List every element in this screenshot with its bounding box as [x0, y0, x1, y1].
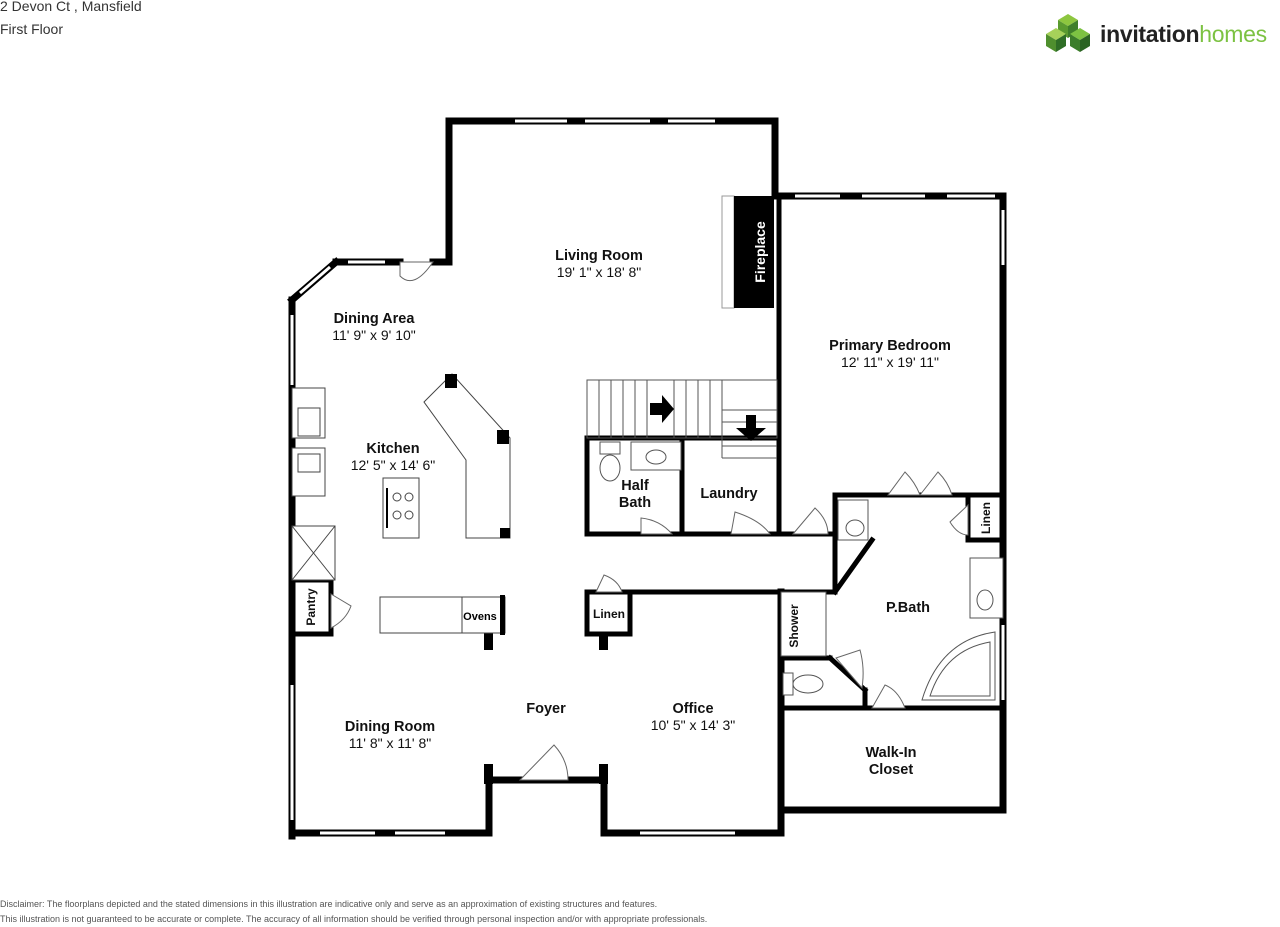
property-address: 2 Devon Ct , Mansfield: [0, 0, 142, 14]
fireplace: Fireplace: [721, 195, 774, 309]
disclaimer: Disclaimer: The floorplans depicted and …: [0, 897, 707, 927]
company-logo: invitationhomes: [1044, 12, 1280, 60]
windows: [290, 119, 1005, 835]
bath-fixtures: [599, 441, 1004, 701]
cube-cluster-logo-icon: [1046, 14, 1090, 52]
arrow-down-icon: [736, 415, 766, 441]
ovens-name: Ovens: [463, 611, 497, 623]
dining-room-name: Dining Room: [345, 719, 435, 735]
office-name: Office: [672, 701, 713, 717]
linen-center-name: Linen: [593, 607, 625, 621]
living-room-name: Living Room: [555, 248, 643, 264]
laundry-name: Laundry: [700, 486, 757, 502]
room-labels: Living Room 19' 1" x 18' 8" Dining Area …: [304, 248, 993, 778]
dining-area-name: Dining Area: [334, 311, 416, 327]
dining-area-dims: 11' 9" x 9' 10": [332, 327, 416, 343]
walk-in-closet-name-line1: Walk-In: [865, 745, 916, 761]
half-bath-name-line1: Half: [621, 478, 649, 494]
floor-label: First Floor: [0, 21, 63, 37]
stair-arrows: [650, 395, 766, 441]
primary-bedroom-dims: 12' 11" x 19' 11": [841, 354, 939, 370]
disclaimer-line2: This illustration is not guaranteed to b…: [0, 914, 708, 924]
living-room-dims: 19' 1" x 18' 8": [557, 264, 642, 280]
pantry-name: Pantry: [304, 588, 318, 626]
walk-in-closet-name-line2: Closet: [869, 762, 913, 778]
kitchen-fixtures: [291, 373, 511, 635]
shower-name: Shower: [787, 604, 801, 648]
brand-text-accent: homes: [1199, 21, 1267, 47]
office-dims: 10' 5" x 14' 3": [651, 717, 736, 733]
dining-room-dims: 11' 8" x 11' 8": [349, 735, 432, 751]
p-bath-name: P.Bath: [886, 600, 930, 616]
half-bath-name-line2: Bath: [619, 495, 651, 511]
wall-stubs: [484, 632, 608, 784]
brand-text-regular: invitation: [1100, 21, 1200, 47]
linen-right-name: Linen: [979, 502, 993, 534]
kitchen-name: Kitchen: [366, 441, 419, 457]
fireplace-label: Fireplace: [752, 221, 768, 283]
brand-wordmark: invitationhomes: [1100, 21, 1267, 48]
foyer-name: Foyer: [526, 701, 566, 717]
disclaimer-line1: Disclaimer: The floorplans depicted and …: [0, 899, 658, 909]
doors: [330, 261, 969, 781]
primary-bedroom-name: Primary Bedroom: [829, 338, 951, 354]
kitchen-dims: 12' 5" x 14' 6": [351, 457, 436, 473]
arrow-right-icon: [650, 395, 674, 423]
